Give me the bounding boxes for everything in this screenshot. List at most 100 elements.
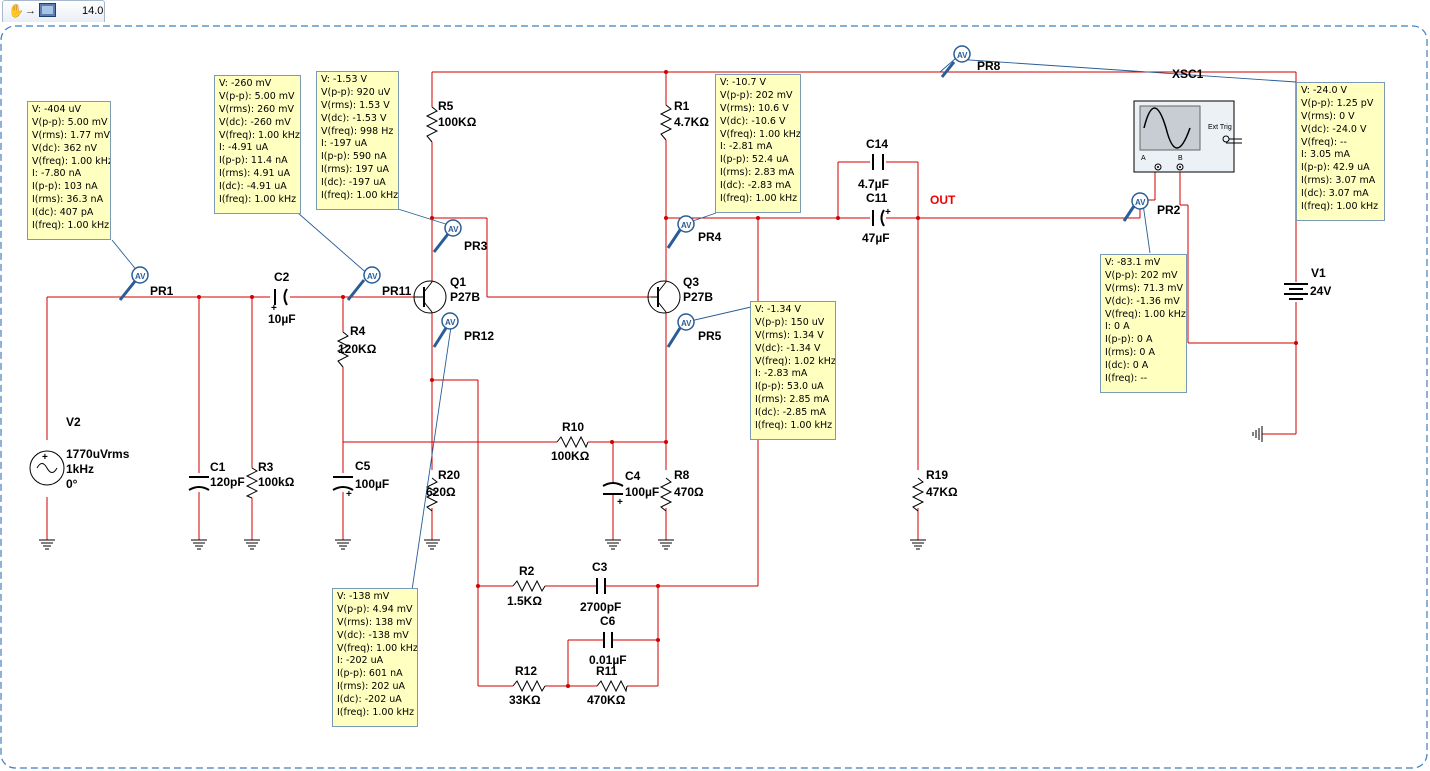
probe-reading: V(dc): -1.36 mV — [1105, 295, 1180, 307]
probe-pr12-icon: AV — [432, 312, 459, 348]
c2-value: 10µF — [268, 312, 296, 326]
oscilloscope-xsc1[interactable] — [1133, 100, 1242, 173]
wires — [46, 71, 1297, 687]
q3-name: Q3 — [683, 275, 699, 289]
probe-pr4-icon: AV — [666, 215, 695, 249]
probe-reading: I: -197 uA — [321, 138, 368, 150]
polarity-marks: + + + + + — [42, 207, 891, 508]
probe-reading: V(dc): -24.0 V — [1301, 123, 1367, 135]
probe-reading: I: -4.91 uA — [219, 142, 269, 154]
probe-reading: I(rms): 4.91 uA — [219, 168, 291, 180]
r8-name: R8 — [674, 468, 690, 482]
c6-name: C6 — [600, 614, 616, 628]
ext-trig-label: Ext Trig — [1208, 124, 1232, 131]
r1-value: 4.7KΩ — [674, 115, 709, 129]
probe-reading: V(rms): 0 V — [1301, 110, 1355, 122]
pr4-label: PR4 — [698, 230, 722, 244]
probe-reading: I(rms): 3.07 mA — [1301, 175, 1376, 187]
svg-text:+: + — [617, 497, 623, 508]
probe-pr2-icon: AV — [1122, 192, 1149, 222]
ground-icon — [335, 539, 351, 550]
probe-reading: V(dc): -10.6 V — [720, 115, 786, 127]
probe-reading: I(dc): -2.85 mA — [755, 407, 827, 419]
ground-icon — [658, 539, 674, 550]
probe-reading: V(dc): -138 mV — [337, 629, 409, 641]
probe-reading: I(freq): 1.00 kHz — [321, 190, 399, 202]
svg-text:+: + — [42, 452, 48, 463]
probe-reading: V(dc): -1.34 V — [755, 342, 821, 354]
probe-reading: V(p-p): 5.00 mV — [219, 90, 295, 102]
r19-value: 47KΩ — [926, 485, 958, 499]
probe-reading: V(p-p): 202 mV — [1105, 269, 1178, 281]
probe-reading: V(rms): 1.53 V — [321, 99, 390, 111]
pr3-label: PR3 — [464, 239, 488, 253]
image-icon[interactable] — [39, 3, 56, 21]
probe-name-labels: PR1 PR11 PR3 PR12 PR4 PR5 PR8 PR2 — [150, 59, 1181, 343]
probe-markers[interactable]: AV AV AV AV AV AV AV AV — [118, 45, 1149, 348]
r12-name: R12 — [515, 664, 537, 678]
probe-reading: V: -1.34 V — [755, 304, 802, 315]
r1-name: R1 — [674, 99, 690, 113]
channel-a-label: A — [1141, 155, 1146, 162]
probe-reading: V(p-p): 4.94 mV — [337, 603, 413, 615]
ground-icon — [910, 539, 926, 550]
probe-reading: V(p-p): 5.00 mV — [32, 116, 108, 128]
c4-value: 100µF — [625, 485, 659, 499]
probe-reading: I(rms): 197 uA — [321, 164, 390, 176]
probe-reading: V(p-p): 150 uV — [755, 316, 825, 328]
ground-icon — [605, 539, 621, 550]
r4-name: R4 — [350, 324, 366, 338]
r5-name: R5 — [438, 99, 454, 113]
v2-name: V2 — [66, 415, 81, 429]
probe-reading: I(rms): 36.3 nA — [32, 194, 104, 206]
probe-reading: I(p-p): 601 nA — [337, 668, 403, 680]
zoom-level[interactable]: 14.0 — [82, 5, 104, 17]
c3-name: C3 — [592, 560, 608, 574]
probe-reading: I(rms): 202 uA — [337, 681, 406, 693]
probe-reading: V(rms): 10.6 V — [720, 102, 789, 114]
probe-reading: I(freq): 1.00 kHz — [337, 707, 415, 719]
probe-reading: I(p-p): 42.9 uA — [1301, 162, 1370, 174]
ac-source-icon[interactable] — [29, 450, 65, 486]
probe-reading: V: -260 mV — [219, 78, 272, 89]
sheet-border — [0, 25, 1428, 769]
probe-reading: V(freq): 1.00 kHz — [219, 129, 300, 141]
out-net-label: OUT — [930, 193, 956, 207]
svg-text:AV: AV — [681, 319, 692, 328]
r4-value: 120KΩ — [338, 342, 377, 356]
probe-pr5-icon: AV — [666, 313, 695, 348]
probe-reading: I(rms): 0 A — [1105, 347, 1155, 359]
probe-reading: V(freq): 1.02 kHz — [755, 355, 836, 367]
c4-name: C4 — [625, 469, 641, 483]
probe-reading: I(freq): 1.00 kHz — [32, 220, 110, 232]
probe-reading: I(dc): -202 uA — [337, 694, 402, 706]
hand-icon[interactable]: ✋ — [8, 3, 25, 18]
probe-reading: V(p-p): 920 uV — [321, 86, 391, 98]
svg-text:AV: AV — [367, 272, 378, 281]
r20-value: 620Ω — [426, 485, 456, 499]
svg-text:+: + — [346, 489, 352, 500]
c11-value: 47µF — [862, 231, 890, 245]
v2-amplitude: 1770uVrms — [66, 447, 130, 461]
probe-reading: V(dc): -1.53 V — [321, 112, 387, 124]
probe-reading: I(dc): -4.91 uA — [219, 181, 287, 193]
ground-icon — [39, 539, 55, 550]
probe-pr3-icon: AV — [432, 219, 462, 253]
probe-reading: V(rms): 138 mV — [337, 616, 412, 628]
q3-value: P27B — [683, 290, 713, 304]
c14-value: 4.7µF — [858, 177, 889, 191]
svg-text:AV: AV — [448, 225, 459, 234]
r11-name: R11 — [596, 664, 618, 678]
probe-reading: I(p-p): 11.4 nA — [219, 155, 288, 167]
probe-reading: V(freq): 998 Hz — [321, 125, 394, 137]
v2-frequency: 1kHz — [66, 462, 94, 476]
probe-reading: V(dc): -260 mV — [219, 116, 291, 128]
v1-value: 24V — [1310, 284, 1331, 298]
c6-value: 0.01µF — [589, 653, 627, 667]
probe-reading: I(p-p): 53.0 uA — [755, 381, 824, 393]
